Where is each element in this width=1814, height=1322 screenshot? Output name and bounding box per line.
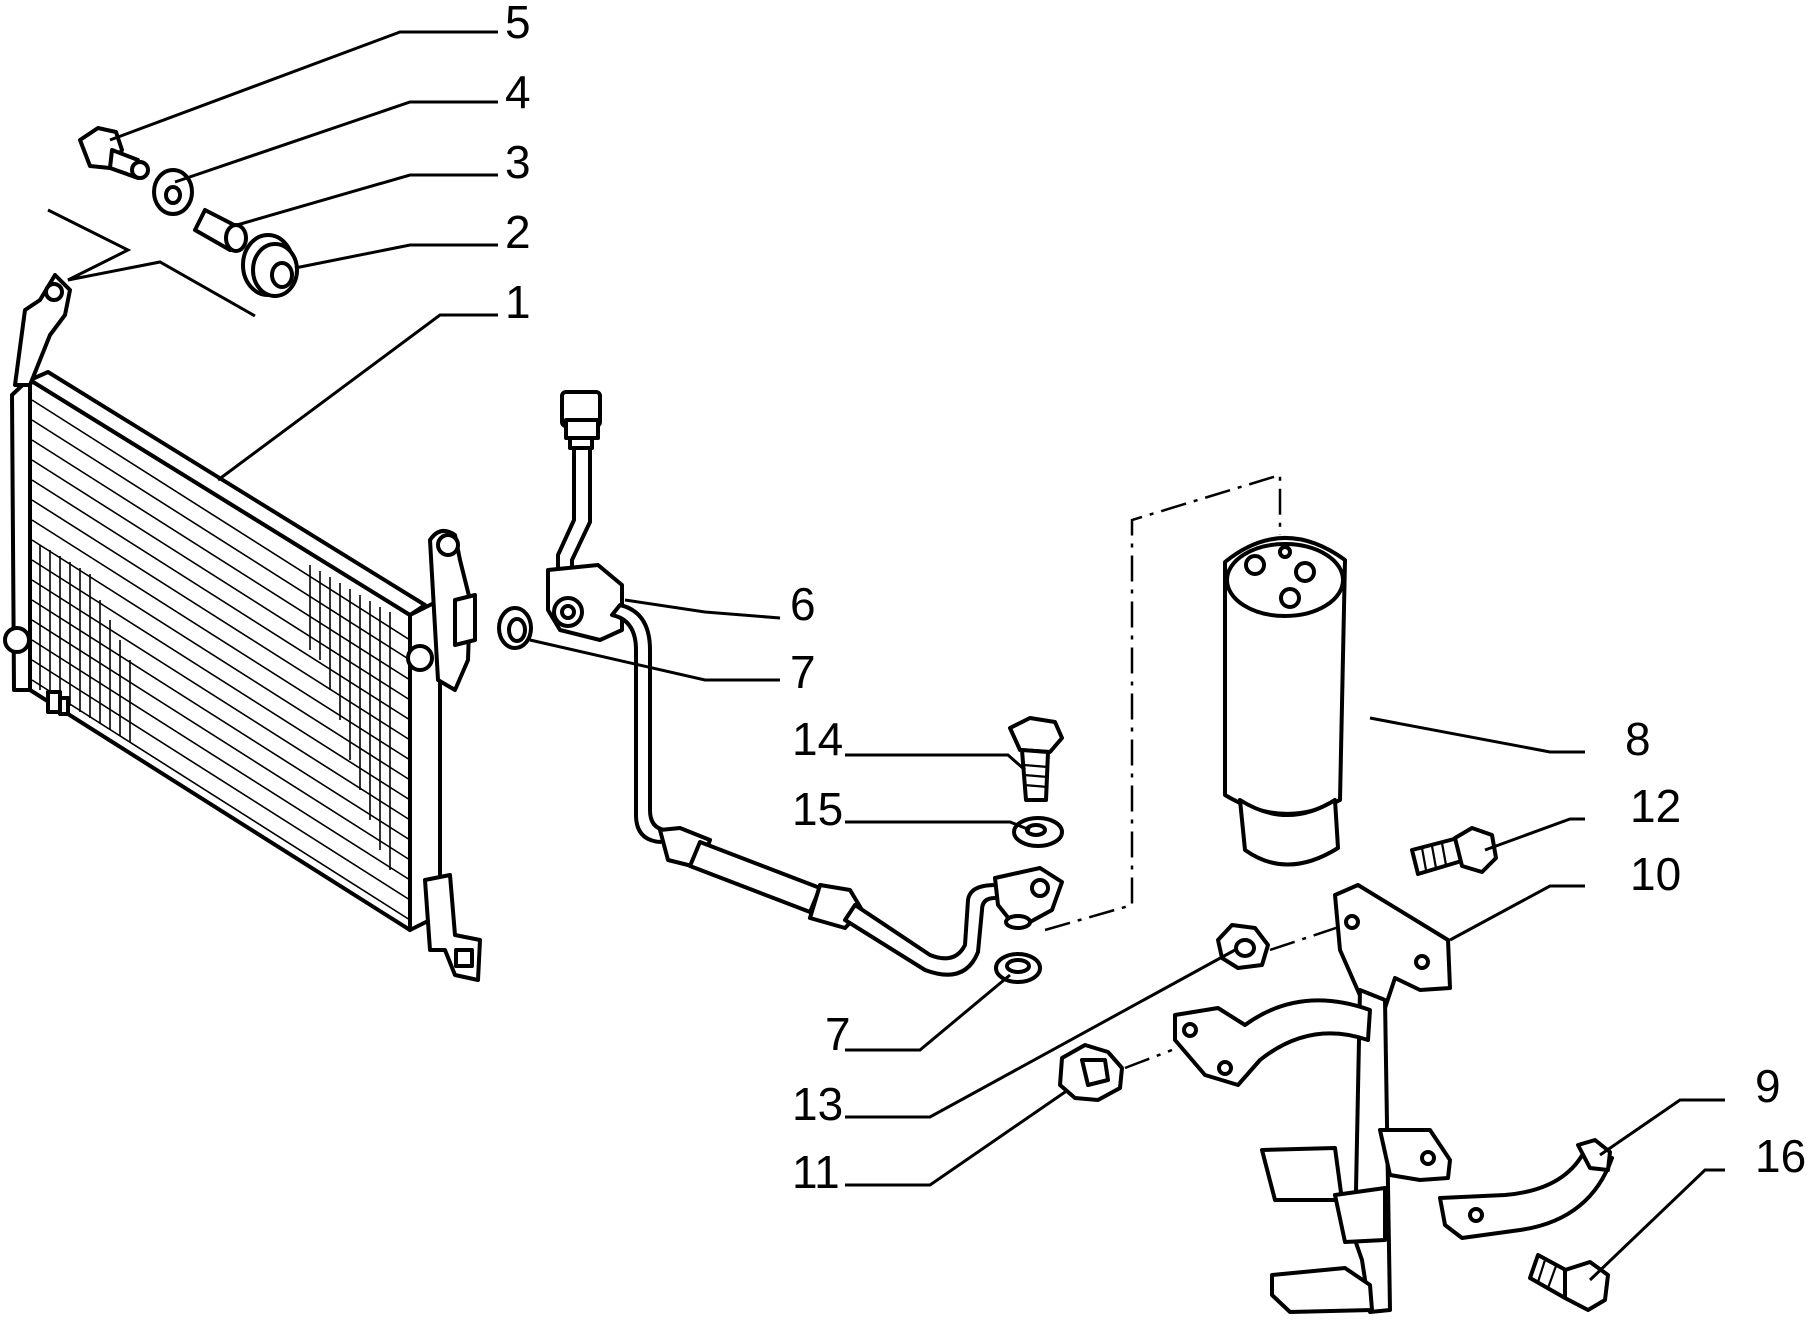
label-part-5: 5 bbox=[505, 0, 531, 48]
label-part-7-lower: 7 bbox=[825, 1008, 851, 1060]
bolt-part-16 bbox=[1528, 1253, 1610, 1312]
label-part-7-upper: 7 bbox=[790, 646, 816, 698]
condenser-tubes bbox=[31, 399, 411, 921]
o-ring-upper-part-7 bbox=[497, 606, 533, 650]
label-part-14: 14 bbox=[792, 713, 843, 765]
strap-part-9 bbox=[1438, 1138, 1614, 1240]
label-part-13: 13 bbox=[792, 1078, 843, 1130]
bushing-part-2 bbox=[241, 233, 299, 298]
label-part-11: 11 bbox=[792, 1146, 840, 1198]
bolt-part-5 bbox=[78, 126, 150, 180]
label-part-12: 12 bbox=[1630, 780, 1681, 832]
label-part-6: 6 bbox=[790, 578, 816, 630]
clip-part-11 bbox=[1058, 1043, 1124, 1102]
bolt-part-14 bbox=[1008, 716, 1064, 802]
refrigerant-pipe bbox=[546, 390, 1064, 977]
label-part-16: 16 bbox=[1755, 1130, 1806, 1182]
label-part-10: 10 bbox=[1630, 848, 1681, 900]
label-part-2: 2 bbox=[505, 206, 531, 258]
o-ring-lower-part-7 bbox=[994, 952, 1042, 984]
label-part-3: 3 bbox=[505, 136, 531, 188]
part-labels: 5 4 3 2 1 6 7 14 15 8 12 10 7 13 11 9 16 bbox=[505, 0, 1806, 1198]
label-part-9: 9 bbox=[1755, 1060, 1781, 1112]
sleeve-part-3 bbox=[193, 208, 248, 253]
section-break-mark bbox=[47, 208, 256, 318]
condenser bbox=[3, 273, 482, 982]
condenser-fins bbox=[39, 545, 391, 870]
clip-centre-line bbox=[1124, 1048, 1173, 1070]
label-part-4: 4 bbox=[505, 66, 531, 118]
bolt-part-12 bbox=[1410, 826, 1498, 876]
leader-lines bbox=[109, 30, 1725, 1282]
label-part-8: 8 bbox=[1625, 713, 1651, 765]
centre-line bbox=[1044, 473, 1282, 932]
washer-part-15 bbox=[1012, 816, 1064, 848]
nut-part-13 bbox=[1216, 923, 1270, 970]
nut-centre-line bbox=[1269, 923, 1346, 952]
label-part-1: 1 bbox=[505, 276, 531, 328]
label-part-15: 15 bbox=[792, 783, 843, 835]
drier-bracket bbox=[1173, 883, 1452, 1314]
receiver-drier bbox=[1223, 536, 1347, 867]
